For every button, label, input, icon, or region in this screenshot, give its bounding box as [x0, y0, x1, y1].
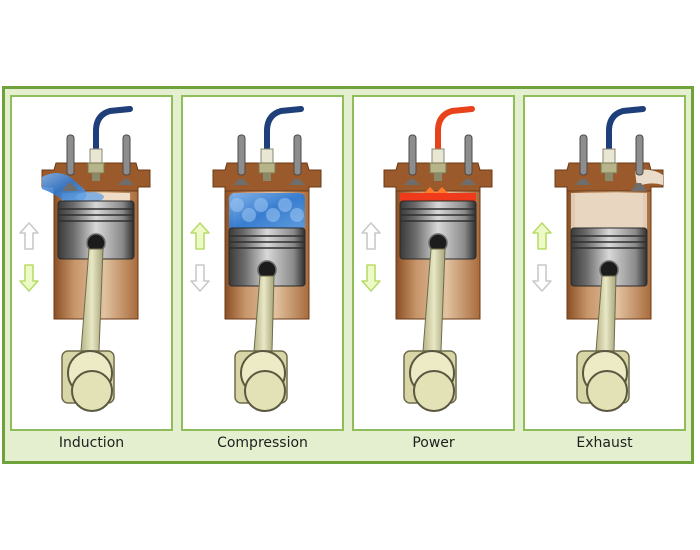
intake-valve-head: [404, 179, 420, 185]
spark-plug-nut: [429, 162, 447, 174]
engine-power: [361, 106, 493, 412]
ignition-flame: [400, 193, 476, 203]
exhaust-valve-stem: [635, 134, 644, 176]
fuel-mist: [76, 192, 104, 202]
charge-swirl: [230, 198, 244, 212]
stroke-down-arrow: [19, 264, 39, 292]
exhaust-valve-head: [631, 183, 647, 191]
intake-valve-head: [233, 179, 249, 185]
panel-exhaust: [523, 95, 686, 431]
stroke-up-arrow: [532, 222, 552, 250]
intake-valve-head: [62, 183, 78, 191]
stroke-up-arrow: [190, 222, 210, 250]
spark-plug-nut: [600, 162, 618, 174]
spark-plug-tip: [434, 173, 442, 181]
exhaust-valve-stem: [464, 134, 473, 176]
engine-induction: [19, 106, 151, 412]
label-exhaust: Exhaust: [576, 435, 633, 451]
spark-plug-tip: [263, 173, 271, 181]
exhaust-valve-stem: [293, 134, 302, 176]
exhaust-gas: [571, 193, 647, 231]
spark-plug-wire: [264, 106, 304, 166]
crankshaft-journal: [413, 370, 455, 412]
stroke-up-arrow: [19, 222, 39, 250]
stroke-down-arrow: [190, 264, 210, 292]
crankshaft-journal: [71, 370, 113, 412]
intake-valve-stem: [408, 134, 417, 176]
engine-compression: [190, 106, 322, 412]
exhaust-valve-head: [289, 179, 305, 185]
crankshaft-journal: [244, 370, 286, 412]
label-power: Power: [412, 435, 455, 451]
charge-swirl: [242, 208, 256, 222]
panel-power: [352, 95, 515, 431]
exhaust-valve-stem: [122, 134, 131, 176]
charge-swirl: [278, 198, 292, 212]
engine-exhaust: [532, 106, 664, 412]
panel-induction: [10, 95, 173, 431]
spark-plug-nut: [258, 162, 276, 174]
exhaust-valve-head: [460, 179, 476, 185]
spark-plug-tip: [605, 173, 613, 181]
charge-swirl: [254, 198, 268, 212]
panel-compression: [181, 95, 344, 431]
intake-valve-stem: [237, 134, 246, 176]
stroke-down-arrow: [361, 264, 381, 292]
spark-plug-wire: [435, 106, 475, 166]
crankshaft-journal: [586, 370, 628, 412]
ignition-spark: [424, 187, 448, 193]
spark-plug-nut: [87, 162, 105, 174]
fuel-air-charge: [42, 173, 87, 201]
spark-plug-wire: [93, 106, 133, 166]
intake-valve-head: [575, 179, 591, 185]
spark-plug-wire: [606, 106, 646, 166]
stroke-up-arrow: [361, 222, 381, 250]
label-compression: Compression: [217, 435, 308, 451]
charge-swirl: [266, 208, 280, 222]
exhaust-valve-head: [118, 179, 134, 185]
intake-valve-stem: [66, 134, 75, 176]
stroke-down-arrow: [532, 264, 552, 292]
charge-swirl: [290, 208, 304, 222]
spark-plug-tip: [92, 173, 100, 181]
label-induction: Induction: [58, 435, 125, 451]
intake-valve-stem: [579, 134, 588, 176]
